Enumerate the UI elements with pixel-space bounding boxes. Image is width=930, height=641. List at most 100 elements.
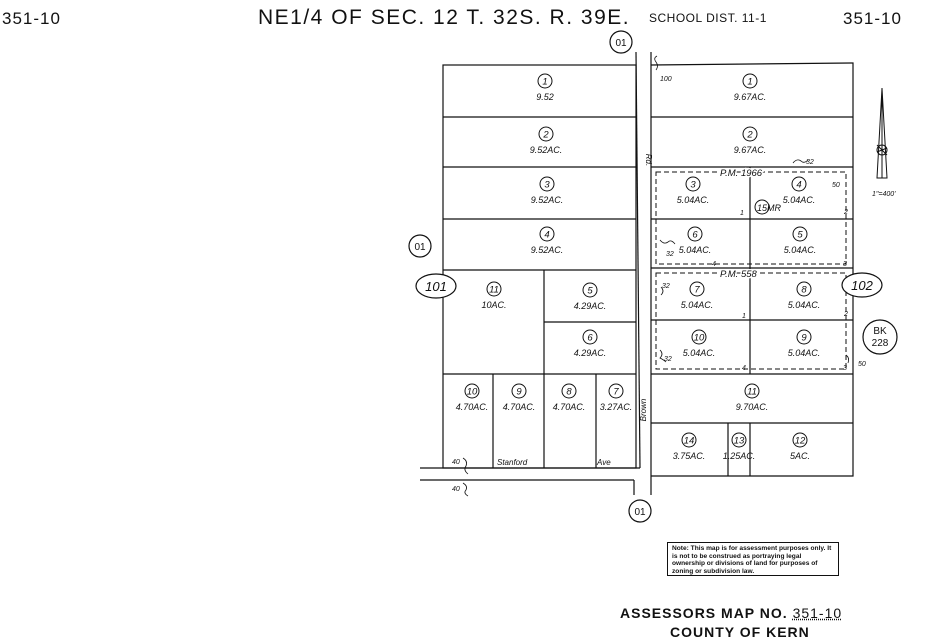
parcel-map-558: P.M. 558 — [720, 269, 758, 280]
west-lot-acres: 4.70AC. — [456, 402, 489, 412]
east-lot-circle — [796, 329, 812, 345]
east-lot-number: 2 — [746, 130, 753, 141]
east-lot-number: 12 — [795, 436, 806, 447]
squiggle-marks — [462, 55, 850, 497]
assessors-label: ASSESSORS MAP NO. — [620, 605, 788, 621]
dim-40-a: 40 — [452, 459, 460, 466]
west-lot-circle — [539, 226, 555, 242]
west-lot-circle — [608, 383, 624, 399]
west-lot-acres: 9.52AC. — [531, 195, 564, 205]
west-lot-acres: 10AC. — [481, 300, 506, 310]
west-lot-acres: 9.52AC. — [531, 245, 564, 255]
west-lot-circle — [537, 73, 553, 89]
map-title: NE1/4 OF SEC. 12 T. 32S. R. 39E. — [258, 6, 631, 29]
west-lot-number: 5 — [587, 286, 593, 297]
west-lot-number: 6 — [587, 333, 593, 344]
dim-32-c: 32 — [662, 283, 670, 290]
assessors-number: 351-10 — [792, 605, 843, 621]
east-lot-acres: 9.70AC. — [736, 402, 769, 412]
dim-3-a: 3 — [843, 261, 847, 268]
street-stanford: Stanford — [497, 458, 528, 467]
street-rd: Rd. — [644, 154, 653, 166]
west-lot-circle — [539, 176, 555, 192]
dim-50-a: 50 — [832, 182, 840, 189]
dim-40-b: 40 — [452, 486, 460, 493]
east-lot-acres: 9.67AC. — [734, 145, 767, 155]
adjoining-top: 01 — [615, 38, 627, 49]
west-lot-circle — [538, 126, 554, 142]
parcel-map-15mr-marker — [754, 199, 770, 215]
east-lot-circle — [691, 329, 707, 345]
west-lot-acres: 9.52 — [536, 92, 554, 102]
west-lot-number: 8 — [566, 387, 572, 398]
east-lot-circle — [742, 73, 758, 89]
map-number-right: 351-10 — [843, 9, 902, 28]
east-lot-circle — [792, 432, 808, 448]
east-lot-acres: 3.75AC. — [673, 451, 706, 461]
west-lot-number: 11 — [489, 285, 499, 296]
west-lot-acres: 9.52AC. — [530, 145, 563, 155]
county-name: COUNTY OF KERN — [670, 624, 810, 640]
west-lot-acres: 4.70AC. — [553, 402, 586, 412]
dim-32-b: 32 — [666, 251, 674, 258]
book-number: 228 — [872, 338, 889, 349]
west-lot-circle — [464, 383, 480, 399]
west-lot-number: 4 — [544, 230, 549, 241]
adjoining-markers — [408, 30, 898, 523]
west-lot-number: 9 — [516, 387, 522, 398]
east-lot-number: 5 — [797, 230, 803, 241]
east-lot-number: 4 — [796, 180, 801, 191]
map-scale: 1"=400' — [872, 191, 896, 198]
dim-2-a: 2 — [843, 209, 848, 216]
west-lot-number: 3 — [544, 180, 550, 191]
west-lot-number: 10 — [467, 387, 478, 398]
west-map-ref: 101 — [425, 279, 447, 294]
east-lot-number: 7 — [694, 285, 700, 296]
east-lot-acres: 9.67AC. — [734, 92, 767, 102]
east-block-lines — [650, 62, 854, 477]
dim-50-b: 50 — [858, 361, 866, 368]
west-lot-acres: 3.27AC. — [600, 402, 633, 412]
assessors-map-number: ASSESSORS MAP NO. 351-10 — [620, 605, 842, 621]
east-lot-number: 10 — [694, 333, 705, 344]
east-lot-circle — [742, 126, 758, 142]
dim-3-b: 3 — [843, 365, 847, 372]
adjoining-left: 01 — [414, 242, 426, 253]
parcel-map-boundaries — [655, 171, 847, 370]
west-lot-number: 2 — [542, 130, 549, 141]
east-lot-number: 11 — [747, 387, 757, 398]
east-lot-number: 3 — [690, 180, 696, 191]
east-lot-circle — [681, 432, 697, 448]
map-number-left: 351-10 — [2, 9, 61, 28]
east-lot-number: 8 — [801, 285, 807, 296]
west-lot-acres: 4.70AC. — [503, 402, 536, 412]
street-ave: Ave — [596, 458, 611, 467]
east-lot-number: 9 — [801, 333, 807, 344]
east-lot-circle — [792, 226, 808, 242]
school-district: SCHOOL DIST. 11-1 — [649, 11, 767, 25]
west-lot-number: 7 — [613, 387, 619, 398]
east-lot-acres: 1.25AC. — [723, 451, 756, 461]
dim-32-a: 32 — [806, 159, 814, 166]
east-lot-acres: 5.04AC. — [788, 300, 821, 310]
east-lot-circle — [744, 383, 760, 399]
dim-1-b: 1 — [742, 313, 746, 320]
west-lot-acres: 4.29AC. — [574, 348, 607, 358]
assessment-note: Note: This map is for assessment purpose… — [667, 542, 839, 576]
street-brown: Brown — [639, 398, 648, 421]
west-lot-circle — [511, 383, 527, 399]
east-lot-circle — [731, 432, 747, 448]
dim-100: 100 — [660, 76, 672, 83]
adjoining-bottom: 01 — [634, 507, 646, 518]
north-arrow-icon — [876, 87, 888, 179]
east-lot-circle — [689, 281, 705, 297]
east-parcels: 19.67AC.29.67AC.35.04AC.45.04AC.65.04AC.… — [673, 73, 821, 461]
east-lot-acres: 5.04AC. — [784, 245, 817, 255]
west-lot-circle — [582, 329, 598, 345]
east-lot-acres: 5.04AC. — [679, 245, 712, 255]
dim-32-d: 32 — [664, 356, 672, 363]
west-parcels: 19.5229.52AC.39.52AC.49.52AC.1110AC.54.2… — [456, 73, 633, 412]
west-lot-circle — [486, 281, 502, 297]
east-lot-number: 13 — [734, 436, 745, 447]
